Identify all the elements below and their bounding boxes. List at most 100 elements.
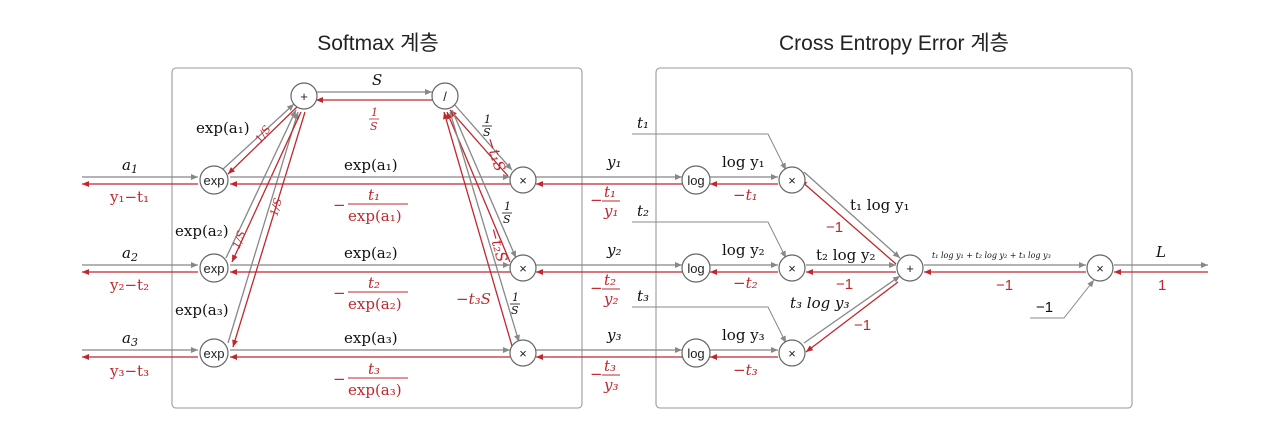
svg-text:log: log [687,346,704,361]
node-plus: + [290,82,318,110]
cee-layer-box [655,67,1133,409]
node-exp-2: exp [199,253,229,283]
node-cee-final-mul: × [1086,254,1114,282]
svg-text:×: × [788,173,796,188]
fy1-den: y₁ [603,202,619,220]
edge-plus-exp3-back [232,111,306,348]
svg-text:log: log [687,261,704,276]
svg-text:×: × [519,346,527,361]
edge-sum-mul3 [805,281,899,353]
label-exp-a3-diag: exp(a₃) [175,301,229,319]
svg-text:×: × [519,261,527,276]
label-t1: t₁ [637,114,649,132]
input-a2-label: a2 [122,244,138,264]
svg-text:exp: exp [204,346,225,361]
label-one-over-S-num: 1 [371,106,378,119]
edge-t3 [632,306,787,344]
input-a3-label: a3 [122,329,138,349]
label-log-y1: log y₁ [722,153,765,171]
edge-mul1-div [449,109,509,177]
label-minus-one-1: −1 [826,219,843,236]
edge-exp1-plus [221,103,295,171]
frac2-den: exp(a₂) [348,295,402,313]
edge-exp3-plus [227,111,299,344]
label-1-over-S-num-b: 1 [504,200,511,213]
label-1-over-S-den-c: S [511,304,519,317]
label-minus-one-3: −1 [854,317,871,334]
svg-text:+: + [300,89,308,104]
edge-div-mul2 [451,109,517,259]
label-t2-log-y2: t₂ log y₂ [816,246,876,264]
label-neg-t2: −t₂ [733,274,758,292]
label-one: 1 [1158,277,1166,294]
label-one-over-S-den: S [370,120,378,133]
label-L: L [1155,243,1166,261]
label-diag-1-over-S-3: 1/S [267,196,284,217]
frac2-minus: − [333,284,346,302]
label-1-over-S-den-a: S [483,126,491,139]
fy3-den: y₃ [603,376,619,394]
softmax-layer-box [171,67,583,409]
svg-text:/: / [443,89,447,104]
input-a1-label: a1 [122,156,138,176]
edge-plus-exp1-back [227,105,299,175]
label-S: S [372,71,382,89]
node-exp-1: exp [199,165,229,195]
fy3-num: t₃ [604,357,616,375]
svg-text:×: × [519,173,527,188]
frac1-den: exp(a₁) [348,207,402,225]
label-neg-t3-S: −t₃S [456,290,491,308]
fy1-num: t₁ [604,183,616,201]
label-t3-log-y3: t₃ log y₃ [790,294,850,312]
frac2-num: t₂ [368,274,380,292]
node-mul-3: × [509,339,537,367]
label-diag-1-over-S-2: 1/S [230,228,249,250]
edge-t1 [632,133,787,171]
edge-sum-mul1 [799,179,897,265]
fy3-minus: − [590,365,603,383]
label-y2: y₂ [606,241,622,259]
svg-text:×: × [788,261,796,276]
grad-y1-t1: y₁−t₁ [109,188,149,206]
label-1-over-S-num-c: 1 [512,291,519,304]
label-exp-a2: exp(a₂) [344,244,398,262]
node-cee-plus: + [896,254,924,282]
node-log-2: log [681,253,711,283]
cee-layer-title: Cross Entropy Error 계층 [779,32,1009,55]
label-exp-a1: exp(a₁) [344,156,398,174]
fy2-num: t₂ [604,271,616,289]
label-log-y3: log y₃ [722,326,765,344]
frac1-num: t₁ [368,186,380,204]
svg-text:×: × [1096,261,1104,276]
frac1-minus: − [333,196,346,214]
svg-text:×: × [788,346,796,361]
node-cee-mul-3: × [778,339,806,367]
svg-text:log: log [687,173,704,188]
edge-const-neg1 [1030,279,1095,319]
fy2-den: y₂ [603,290,619,308]
node-mul-2: × [509,254,537,282]
label-1-over-S-num-a: 1 [484,113,491,126]
edge-mul3-sum [803,275,901,344]
edge-mul1-sum [803,171,901,259]
softmax-layer-title: Softmax 계층 [317,32,439,55]
label-neg-t3: −t₃ [733,361,758,379]
edge-mul3-div [443,111,513,347]
svg-text:+: + [906,261,914,276]
label-minus-one-2: −1 [836,276,853,293]
label-sum-expr: t₁ log y₁ + t₂ log y₂ + t₃ log y₃ [932,251,1051,260]
frac3-num: t₃ [368,360,380,378]
label-t3: t₃ [637,287,649,305]
grad-y2-t2: y₂−t₂ [109,276,149,294]
node-cee-mul-2: × [778,254,806,282]
fy2-minus: − [590,279,603,297]
label-exp-a3: exp(a₃) [344,329,398,347]
node-divide: / [431,82,459,110]
label-neg-t1-S: −t₁S [481,135,509,174]
label-log-y2: log y₂ [722,241,765,259]
label-neg-t1: −t₁ [733,186,758,204]
label-exp-a2-diag: exp(a₂) [175,222,229,240]
edge-div-mul1 [453,103,513,171]
label-minus-one-final: −1 [996,277,1013,294]
